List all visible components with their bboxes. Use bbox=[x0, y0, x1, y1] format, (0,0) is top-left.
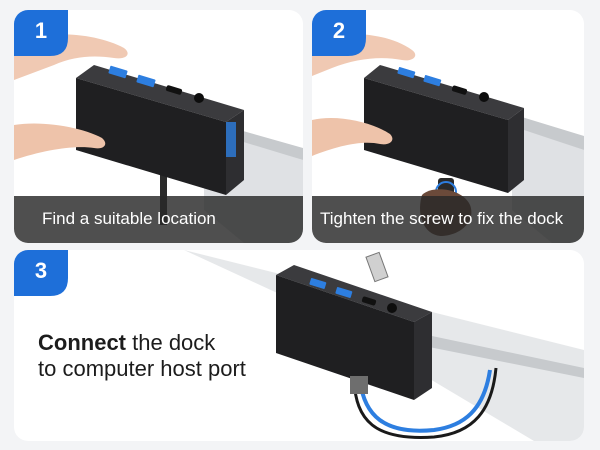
step-3-instruction: Connect the dock to computer host port bbox=[38, 330, 246, 382]
dock-device bbox=[364, 65, 524, 193]
step-2-caption-bar: Tighten the screw to fix the dock bbox=[312, 196, 584, 243]
step-2-caption: Tighten the screw to fix the dock bbox=[320, 209, 564, 228]
step-2-number: 2 bbox=[332, 18, 346, 43]
step-1-badge: 1 bbox=[14, 10, 68, 56]
step-3-instruction-line2: to computer host port bbox=[38, 356, 246, 381]
dock-device bbox=[76, 65, 244, 195]
step-1-caption: Find a suitable location bbox=[42, 209, 216, 228]
step-2-badge: 2 bbox=[312, 10, 366, 56]
step-3-instruction-rest: the dock bbox=[132, 330, 216, 355]
step-3-instruction-bold: Connect bbox=[38, 330, 126, 355]
step-3-number: 3 bbox=[34, 258, 48, 283]
step-1-panel: 1 Find a suitable location bbox=[14, 10, 303, 243]
step-1-caption-bar: Find a suitable location bbox=[14, 196, 303, 243]
dock-device bbox=[276, 265, 432, 400]
step-1-number: 1 bbox=[34, 18, 48, 43]
usb-cable-icon bbox=[350, 251, 498, 439]
step-2-panel: 2 Tighten the screw to fix the dock bbox=[312, 10, 584, 243]
step-3-panel: 3 Connect the dock to computer host port bbox=[14, 250, 584, 441]
step-3-illustration bbox=[184, 250, 584, 441]
step-3-badge: 3 bbox=[14, 250, 68, 296]
